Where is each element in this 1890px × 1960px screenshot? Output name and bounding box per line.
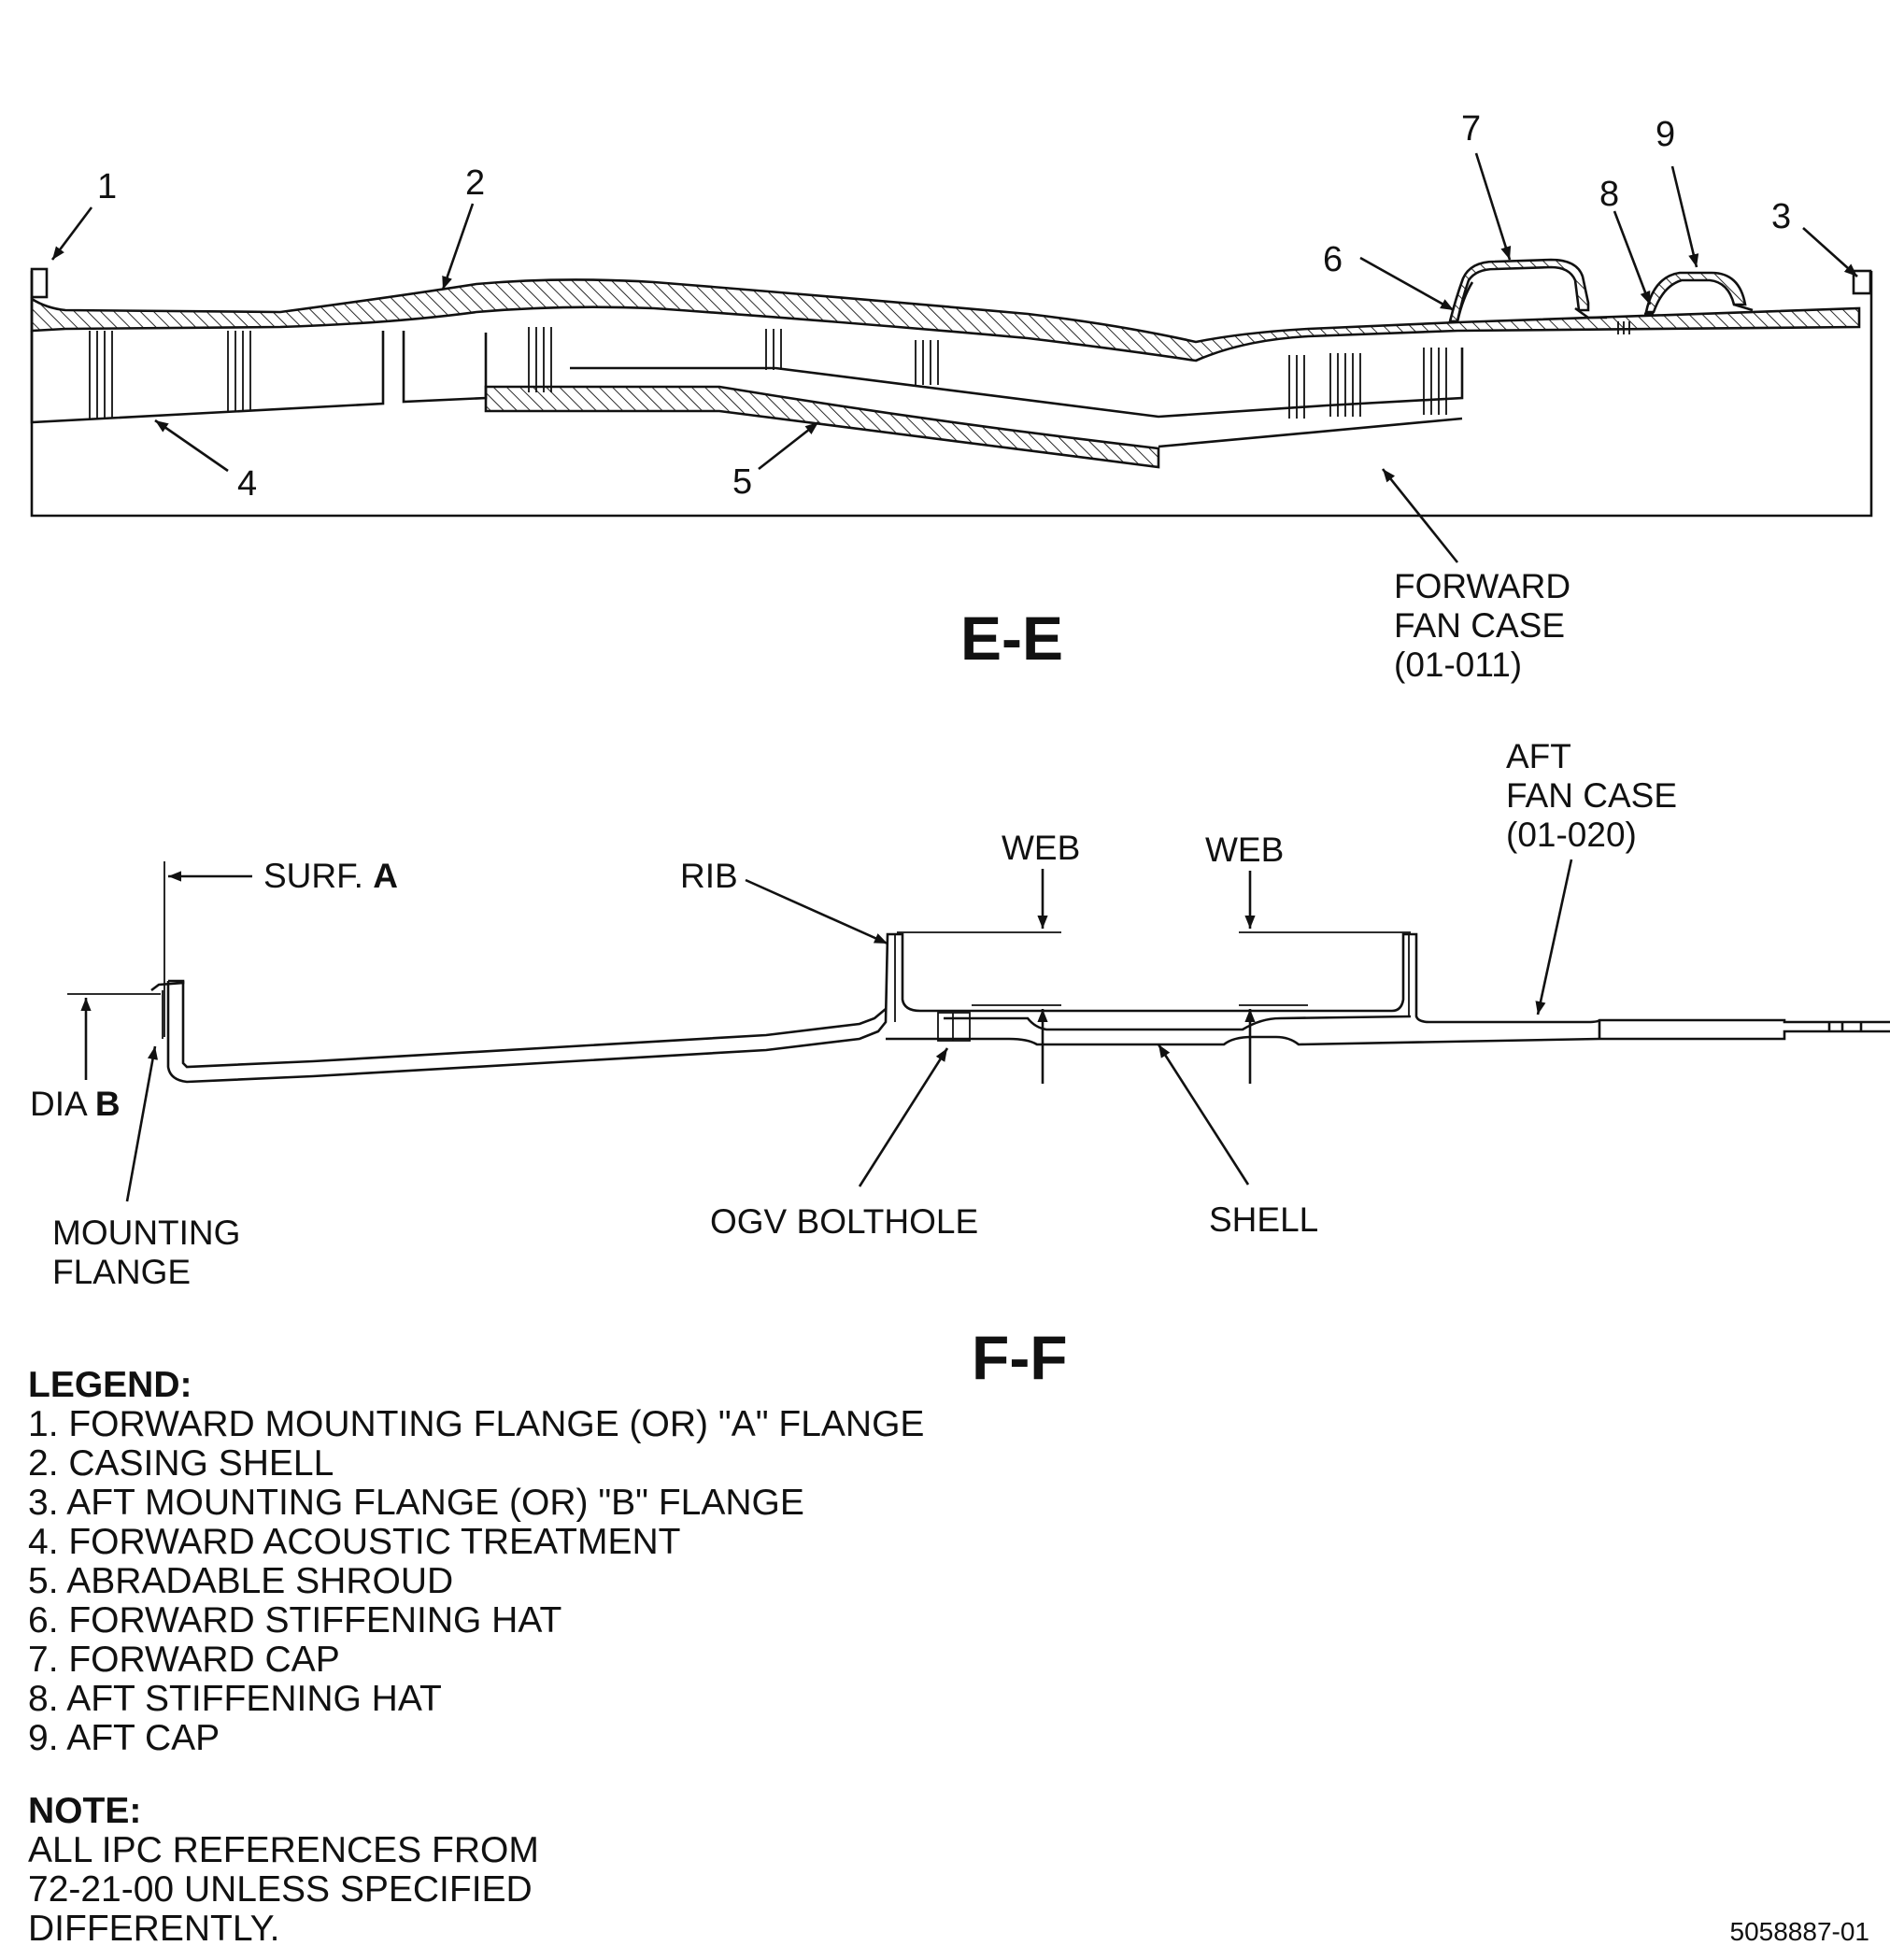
aft-fan-case-inner (181, 981, 887, 1069)
legend-item: 8. AFT STIFFENING HAT (28, 1679, 442, 1719)
rib-label: RIB (680, 857, 738, 895)
aft-flange-end (1598, 1020, 1890, 1041)
callout-9: 9 (1656, 115, 1675, 154)
aft-mounting-flange (1852, 269, 1872, 295)
shell-lower (886, 1035, 1600, 1046)
mounting-flange-label-1: MOUNTING (52, 1214, 240, 1252)
casing-shell (30, 278, 1861, 362)
inner-liner-lower (1158, 417, 1463, 448)
dia-b-label: DIA B (30, 1085, 121, 1123)
note-line: 72-21-00 UNLESS SPECIFIED (28, 1869, 533, 1910)
note-heading: NOTE: (28, 1791, 142, 1831)
forward-acoustic-treatment (30, 331, 385, 424)
callout-4: 4 (237, 464, 257, 504)
forward-cap (1448, 258, 1590, 323)
callout-6: 6 (1323, 240, 1343, 279)
callout-5: 5 (732, 462, 752, 502)
aft-cap (1644, 271, 1747, 314)
legend-item: 6. FORWARD STIFFENING HAT (28, 1600, 562, 1640)
legend-item: 4. FORWARD ACOUSTIC TREATMENT (28, 1522, 681, 1562)
ee-callout-numbers: 1 2 3 4 5 6 7 8 9 (97, 109, 1791, 504)
surf-a-label: SURF. A (263, 857, 398, 895)
forward-fan-case-label-1: FORWARD (1394, 567, 1570, 605)
callout-1: 1 (97, 167, 117, 206)
mounting-flange-label-2: FLANGE (52, 1253, 191, 1291)
section-ff-title: F-F (972, 1323, 1068, 1392)
section-ff-drawing: SURF. A DIA B RIB WEB WEB AFT FAN CASE (… (30, 737, 1890, 1392)
note: NOTE: ALL IPC REFERENCES FROM 72-21-00 U… (28, 1792, 539, 1949)
callout-2: 2 (465, 163, 485, 203)
legend-item: 9. AFT CAP (28, 1718, 220, 1758)
section-ee-drawing: 1 2 3 4 5 6 7 8 9 FORWARD FAN CASE (01-0… (30, 109, 1873, 684)
legend-item: 3. AFT MOUNTING FLANGE (OR) "B" FLANGE (28, 1483, 804, 1523)
aft-fan-case-label-1: AFT (1506, 737, 1571, 775)
shell-label: SHELL (1209, 1200, 1318, 1239)
aft-fan-case-label-3: (01-020) (1506, 816, 1637, 854)
forward-fan-case-label-2: FAN CASE (1394, 606, 1565, 645)
shell-upper (944, 1015, 1412, 1031)
legend-heading: LEGEND: (28, 1365, 192, 1405)
figure-number: 5058887-01 (1729, 1917, 1869, 1946)
ee-callout-leaders (50, 152, 1858, 563)
forward-mounting-flange (30, 267, 49, 299)
callout-8: 8 (1599, 175, 1619, 214)
callout-7: 7 (1461, 109, 1481, 149)
aft-fan-case-label-2: FAN CASE (1506, 776, 1677, 815)
note-line: ALL IPC REFERENCES FROM (28, 1830, 539, 1870)
legend-item: 2. CASING SHELL (28, 1443, 334, 1484)
aft-fan-case-profile (166, 932, 1890, 1084)
legend: LEGEND: 1. FORWARD MOUNTING FLANGE (OR) … (28, 1366, 924, 1758)
callout-3: 3 (1771, 197, 1791, 236)
acoustic-septa (89, 327, 1447, 419)
legend-item: 1. FORWARD MOUNTING FLANGE (OR) "A" FLAN… (28, 1404, 925, 1444)
note-line: DIFFERENTLY. (28, 1909, 280, 1949)
forward-fan-case-label-3: (01-011) (1394, 646, 1522, 684)
forward-acoustic-treatment-2 (402, 331, 488, 404)
web-label-2: WEB (1205, 831, 1284, 869)
forward-stiffening-hat (1450, 281, 1607, 323)
inner-liner (570, 348, 1464, 419)
aft-stiffening-hat (1644, 303, 1754, 316)
legend-item: 7. FORWARD CAP (28, 1640, 340, 1680)
abradable-shroud (484, 385, 1160, 469)
web-label-1: WEB (1002, 829, 1080, 867)
section-ee-title: E-E (960, 604, 1063, 673)
legend-item: 5. ABRADABLE SHROUD (28, 1561, 454, 1601)
mounting-flange (150, 979, 185, 992)
ogv-bolthole-label: OGV BOLTHOLE (710, 1202, 978, 1241)
